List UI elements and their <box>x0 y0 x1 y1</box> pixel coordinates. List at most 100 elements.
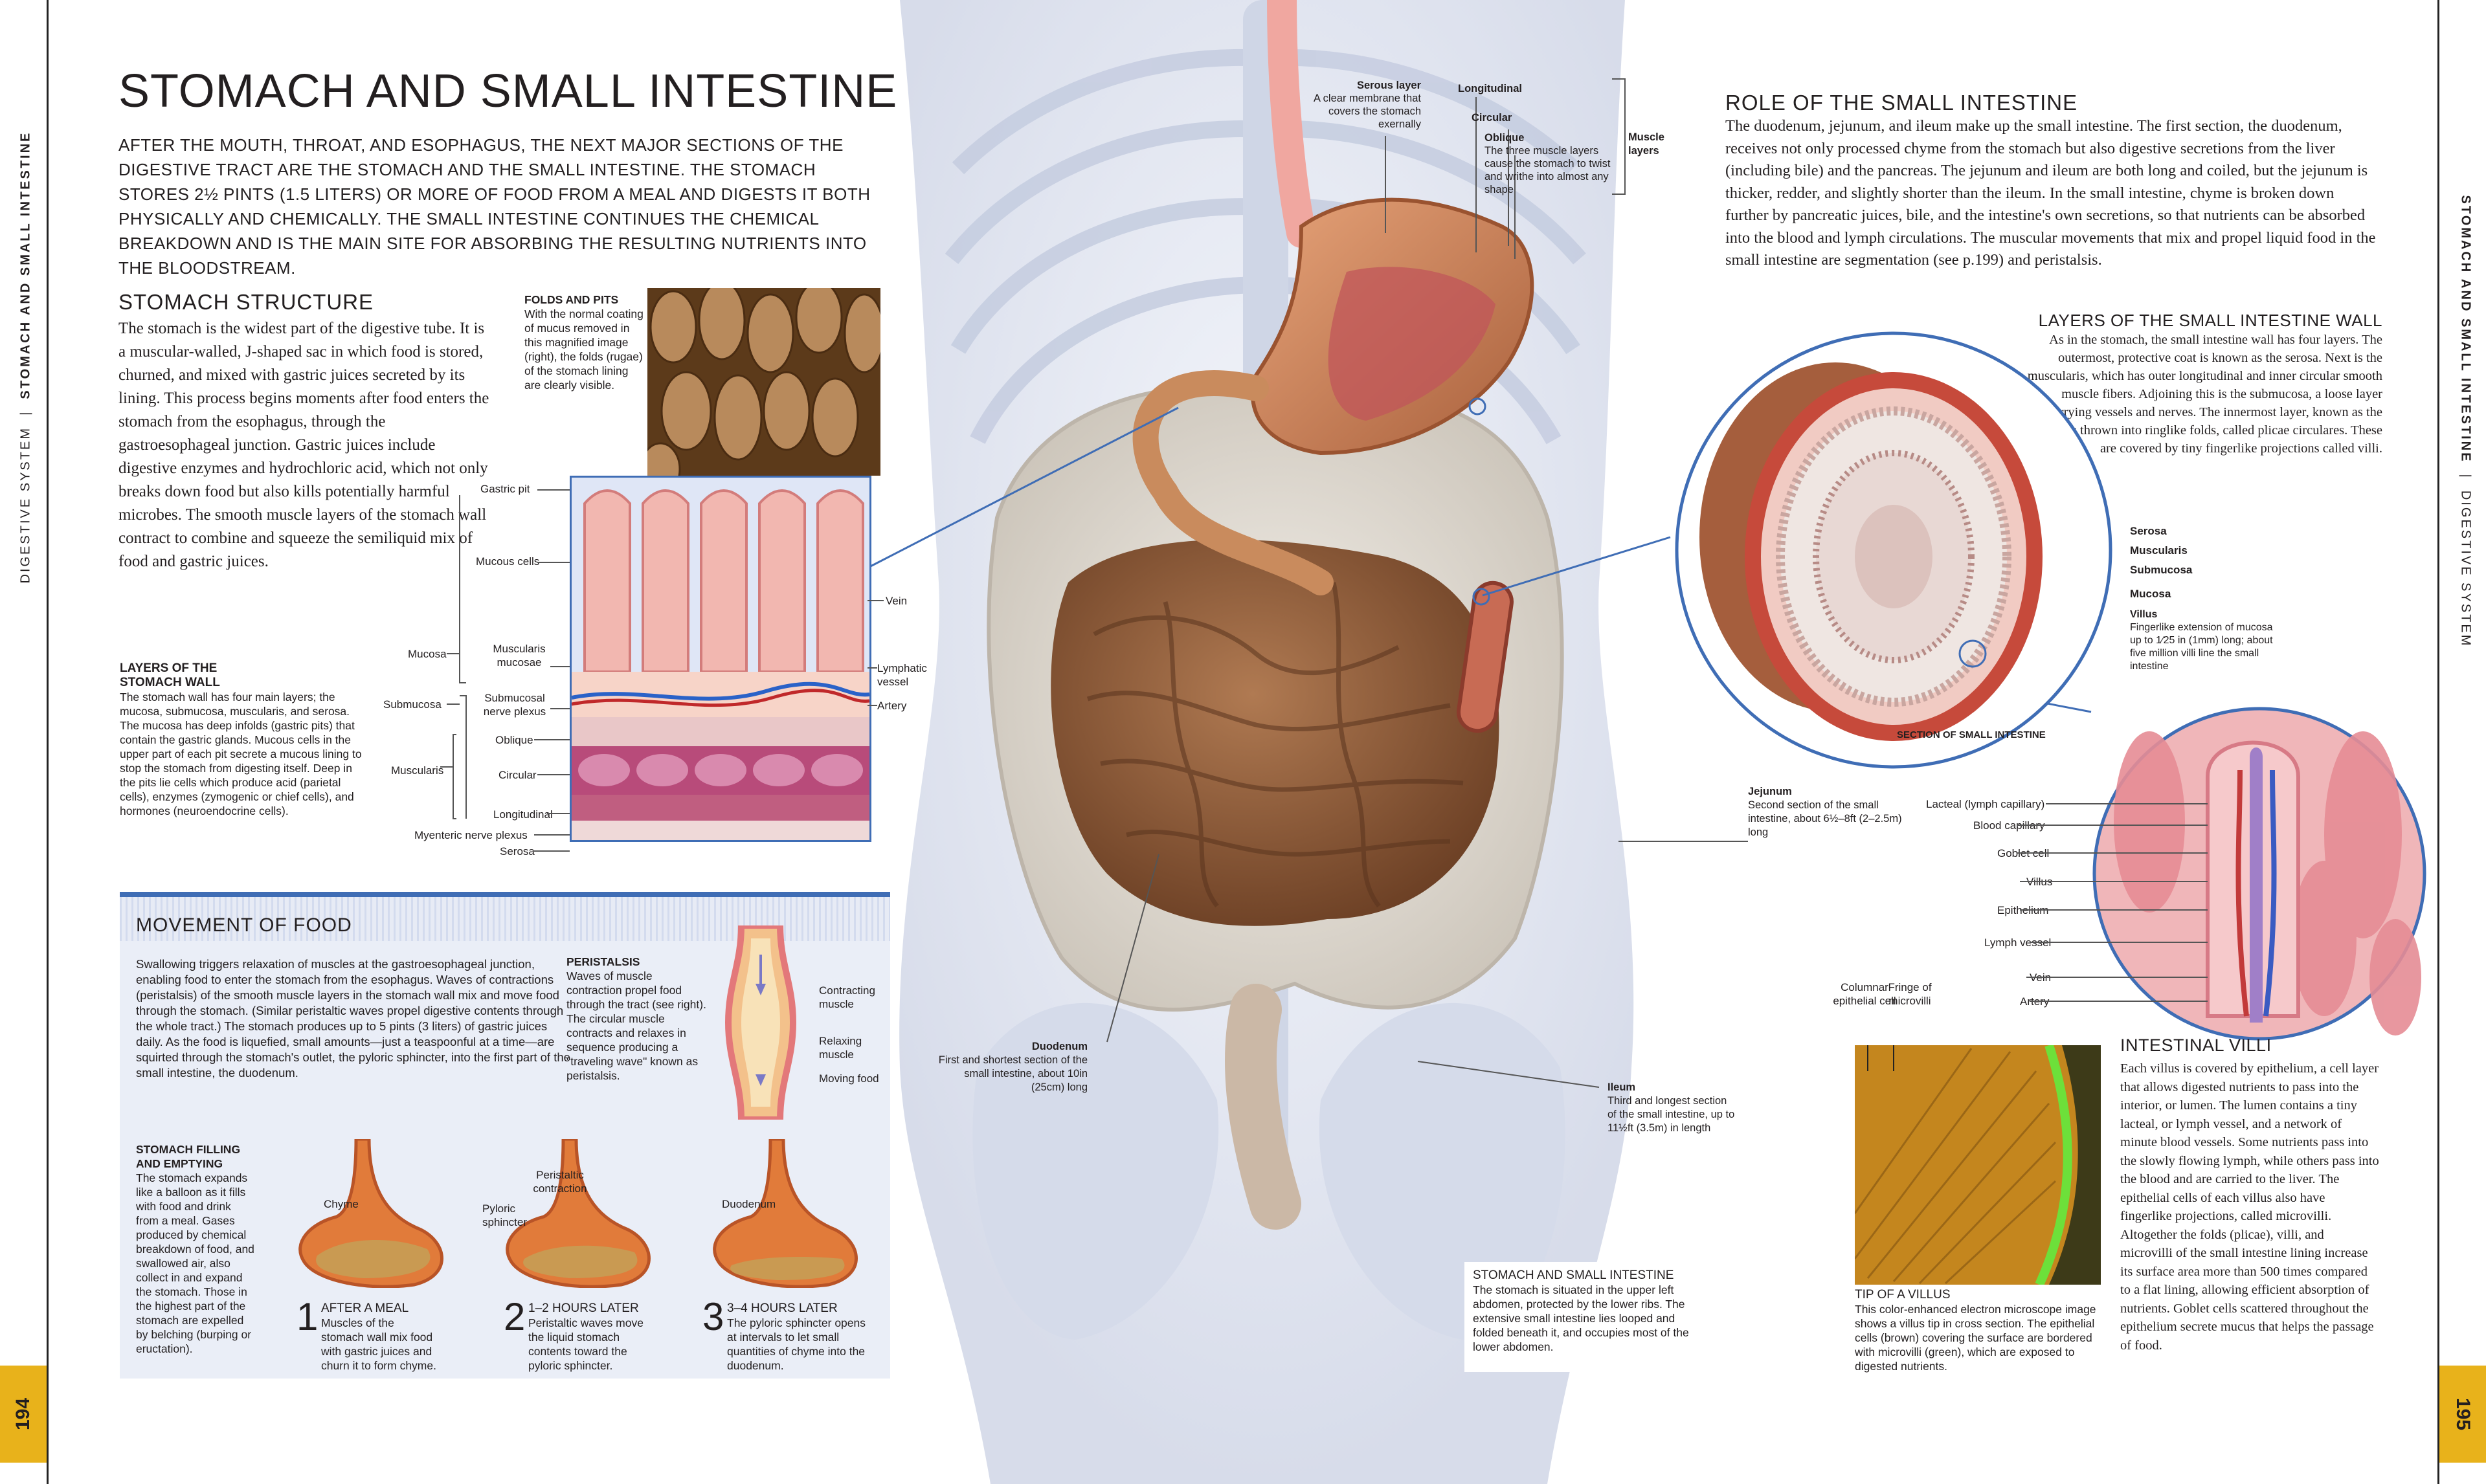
filling-heading: STOMACH FILLING AND EMPTYING <box>136 1143 241 1170</box>
layers-si-block: LAYERS OF THE SMALL INTESTINE WALL As in… <box>2020 311 2382 458</box>
label-mucosa: Mucosa <box>408 648 447 660</box>
folds-caption: FOLDS AND PITS With the normal coating o… <box>524 293 647 392</box>
label-contracting: Contracting muscle <box>819 984 875 1010</box>
villi-text: Each villus is covered by epithelium, a … <box>2120 1061 2379 1353</box>
peristalsis-text: Waves of muscle contraction propel food … <box>566 969 706 1082</box>
ileum-label: Ileum Third and longest section of the s… <box>1607 1081 1737 1135</box>
movement-top-bar <box>120 892 890 897</box>
label-oblique: Oblique <box>495 734 533 746</box>
body-illustration <box>899 0 1634 1484</box>
role-text: The duodenum, jejunum, and ileum make up… <box>1725 117 2376 269</box>
si-label-muscularis: Muscularis <box>2130 544 2188 557</box>
label-peristaltic-contraction: Peristaltic contraction <box>533 1169 587 1195</box>
label-muscularis: Muscularis <box>391 764 444 777</box>
villus-leaders <box>2017 803 2208 1002</box>
label-circular: Circular <box>498 769 537 781</box>
duodenum-label: Duodenum First and shortest section of t… <box>929 1040 1088 1094</box>
villi-block: INTESTINAL VILLI Each villus is covered … <box>2120 1035 2379 1355</box>
right-rail: STOMACH AND SMALL INTESTINE | DIGESTIVE … <box>2439 0 2486 1484</box>
central-circular: Circular <box>1472 112 1512 124</box>
label-vein: Vein <box>886 595 908 607</box>
villus-label-lacteal: Lacteal (lymph capillary) <box>1926 798 2045 810</box>
layers-stomach-caption: LAYERS OF THE STOMACH WALL The stomach w… <box>120 661 366 818</box>
folds-text: With the normal coating of mucus removed… <box>524 307 644 392</box>
villus-tip-micrograph <box>1855 1045 2101 1285</box>
ileum-heading: Ileum <box>1607 1081 1636 1093</box>
oblique-text: The three muscle layers cause the stomac… <box>1484 145 1611 195</box>
label-submucosa: Submucosa <box>383 698 442 711</box>
serous-label: Serous layer A clear membrane that cover… <box>1308 79 1421 131</box>
section-caption: SECTION OF SMALL INTESTINE <box>1897 729 2046 740</box>
rugae-micrograph <box>647 288 880 476</box>
villus-illustration <box>2092 707 2426 1041</box>
label-fringe: Fringe of microvilli <box>1888 981 1932 1007</box>
step-3-number: 3 <box>702 1295 724 1338</box>
label-submucosal-plexus: Submucosal nerve plexus <box>483 692 546 718</box>
step-2-title: 1–2 HOURS LATER <box>528 1301 639 1315</box>
label-moving-food: Moving food <box>819 1072 879 1085</box>
left-rail: DIGESTIVE SYSTEM | STOMACH AND SMALL INT… <box>0 0 47 1484</box>
layers-stomach-heading: LAYERS OF THE STOMACH WALL <box>120 661 220 689</box>
filling-text: The stomach expands like a balloon as it… <box>136 1171 254 1355</box>
label-duodenum-small: Duodenum <box>722 1198 776 1210</box>
label-chyme: Chyme <box>324 1198 359 1210</box>
peristalsis-heading: PERISTALSIS <box>566 955 640 968</box>
serous-text: A clear membrane that covers the stomach… <box>1314 93 1421 130</box>
label-longitudinal: Longitudinal <box>493 808 553 821</box>
tip-caption: TIP OF A VILLUS This color-enhanced elec… <box>1855 1288 2101 1373</box>
jejunum-text: Second section of the small intestine, a… <box>1748 799 1902 838</box>
ileum-text: Third and longest section of the small i… <box>1607 1095 1735 1134</box>
step-1-title: AFTER A MEAL <box>321 1301 409 1315</box>
oblique-heading: Oblique <box>1484 132 1525 144</box>
stomach-structure-text: The stomach is the widest part of the di… <box>118 320 489 570</box>
si-villus-heading: Villus <box>2130 609 2158 620</box>
si-label-mucosa: Mucosa <box>2130 588 2171 600</box>
label-myenteric: Myenteric nerve plexus <box>414 829 528 841</box>
step-3-desc: The pyloric sphincter opens at intervals… <box>727 1316 866 1372</box>
intro-text: AFTER THE MOUTH, THROAT, AND ESOPHAGUS, … <box>118 135 871 278</box>
duodenum-heading: Duodenum <box>1031 1041 1088 1052</box>
si-villus-text: Fingerlike extension of mucosa up to 1⁄2… <box>2130 622 2273 672</box>
peristalsis-diagram <box>724 925 797 1120</box>
step-1-desc: Muscles of the stomach wall mix food wit… <box>321 1316 436 1372</box>
serous-heading: Serous layer <box>1356 80 1421 91</box>
peristalsis-caption: PERISTALSIS Waves of muscle contraction … <box>566 955 709 1083</box>
stomach-wall-diagram <box>571 489 870 840</box>
step-2-text: 1–2 HOURS LATER Peristaltic waves move t… <box>528 1301 658 1373</box>
label-columnar: Columnar epithelial cell <box>1833 981 1896 1007</box>
role-heading: ROLE OF THE SMALL INTESTINE <box>1725 91 2078 115</box>
tip-heading: TIP OF A VILLUS <box>1855 1288 1951 1301</box>
page-title: STOMACH AND SMALL INTESTINE <box>118 65 898 117</box>
stomach-structure-heading: STOMACH STRUCTURE <box>118 290 374 314</box>
step-1-number: 1 <box>297 1295 319 1338</box>
jejunum-heading: Jejunum <box>1748 786 1792 797</box>
label-pyloric-sphincter: Pyloric sphincter <box>482 1202 527 1228</box>
step-3-title: 3–4 HOURS LATER <box>727 1301 838 1315</box>
label-serosa: Serosa <box>500 845 535 858</box>
label-gastric-pit: Gastric pit <box>480 483 530 495</box>
ssi-caption: STOMACH AND SMALL INTESTINE The stomach … <box>1473 1268 1693 1354</box>
right-rule <box>2437 0 2439 1484</box>
step-3-text: 3–4 HOURS LATER The pyloric sphincter op… <box>727 1301 869 1373</box>
intestine-section-illustration <box>1675 331 2112 769</box>
jejunum-label: Jejunum Second section of the small inte… <box>1748 785 1903 839</box>
ssi-caption-heading: STOMACH AND SMALL INTESTINE <box>1473 1268 1674 1282</box>
folds-heading: FOLDS AND PITS <box>524 293 619 306</box>
layers-stomach-text: The stomach wall has four main layers; t… <box>120 691 362 817</box>
si-villus-label: Villus Fingerlike extension of mucosa up… <box>2130 608 2279 673</box>
label-artery: Artery <box>877 700 907 712</box>
muscle-layers-label: Muscle layers <box>1628 131 1664 157</box>
tip-text: This color-enhanced electron microscope … <box>1855 1303 2096 1373</box>
movement-text: Swallowing triggers relaxation of muscle… <box>136 957 570 1080</box>
step-2-desc: Peristaltic waves move the liquid stomac… <box>528 1316 644 1372</box>
ssi-caption-text: The stomach is situated in the upper lef… <box>1473 1283 1689 1353</box>
villi-heading: INTESTINAL VILLI <box>2120 1035 2272 1055</box>
stomach-stages <box>298 1139 858 1288</box>
filling-caption: STOMACH FILLING AND EMPTYING The stomach… <box>136 1142 256 1356</box>
central-longitudinal: Longitudinal <box>1458 83 1522 94</box>
page-number-left: 194 <box>0 1366 47 1463</box>
oblique-label: Oblique The three muscle layers cause th… <box>1484 131 1614 196</box>
label-lymphatic: Lymphatic vessel <box>877 662 927 688</box>
villus-label-lymph-vessel: Lymph vessel <box>1984 936 2052 949</box>
